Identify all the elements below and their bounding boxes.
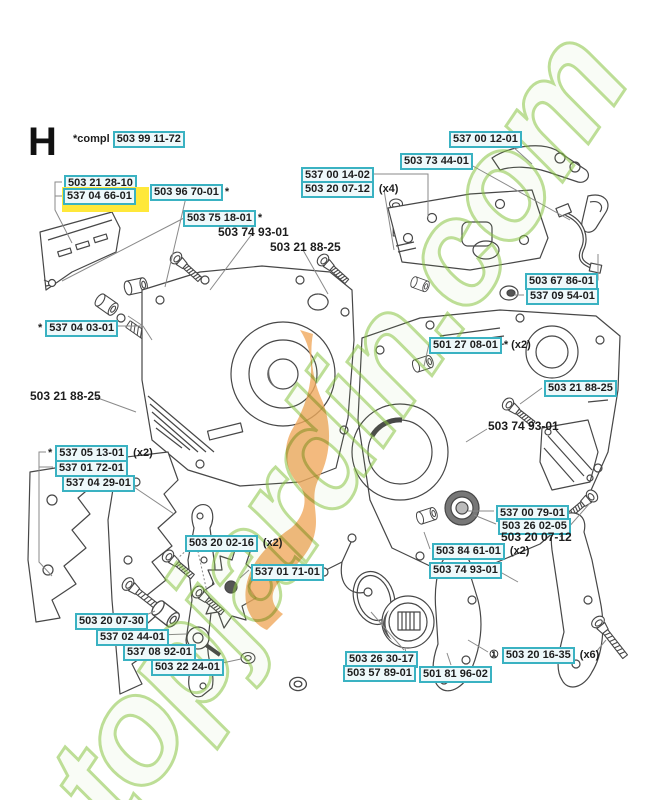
part-number: 503 21 88-25 xyxy=(270,240,341,254)
part-label: 503 21 88-25 xyxy=(270,241,341,255)
part-number[interactable]: 503 57 89-01 xyxy=(343,665,416,682)
part-number: 503 20 07-12 xyxy=(501,530,572,544)
part-label: 537 01 71-01 xyxy=(251,564,324,581)
crankcase-right-drawing xyxy=(351,309,621,567)
label-suffix: (x6) xyxy=(576,649,600,661)
part-label: 537 09 54-01 xyxy=(526,288,599,305)
part-number[interactable]: 537 00 12-01 xyxy=(449,131,522,148)
part-number: 503 21 88-25 xyxy=(30,389,101,403)
part-label: 503 20 07-30 xyxy=(75,613,148,630)
part-label: 503 57 89-01 xyxy=(343,665,416,682)
label-suffix: * xyxy=(224,186,230,198)
part-number[interactable]: 503 20 07-12 xyxy=(301,181,374,198)
part-number[interactable]: 537 09 54-01 xyxy=(526,288,599,305)
part-number[interactable]: 537 04 03-01 xyxy=(45,320,119,337)
part-label: *537 04 03-01 xyxy=(38,320,119,337)
part-label: 537 04 29-01 xyxy=(62,475,135,492)
part-label: 537 00 14-02 xyxy=(301,167,374,184)
label-suffix: * (x2) xyxy=(503,339,531,351)
handle-bracket-drawing xyxy=(491,145,609,233)
part-label: 503 84 61-01 (x2) xyxy=(432,543,529,560)
part-label: 503 74 93-01 xyxy=(218,226,289,240)
cover-plate-drawing xyxy=(539,419,599,491)
label-suffix: (x2) xyxy=(506,545,530,557)
part-number[interactable]: 503 74 93-01 xyxy=(429,562,502,579)
part-label: 503 26 02-05 xyxy=(498,518,571,535)
part-label: 503 74 93-01 xyxy=(488,420,559,434)
part-number[interactable]: 503 75 18-01 xyxy=(183,210,256,227)
part-label: 503 73 44-01 xyxy=(400,153,473,170)
part-number: 503 74 93-01 xyxy=(218,225,289,239)
part-label: 503 21 88-25 xyxy=(30,390,101,404)
part-number[interactable]: 537 01 71-01 xyxy=(251,564,324,581)
label-prefix: * xyxy=(38,322,43,334)
guide-plate-drawing xyxy=(39,211,121,291)
part-label: 501 81 96-02 xyxy=(419,666,492,683)
fuel-line-drawing xyxy=(555,203,603,274)
rear-bracket-drawing xyxy=(550,512,604,688)
part-number[interactable]: 503 21 88-25 xyxy=(544,380,617,397)
label-suffix: (x2) xyxy=(259,537,283,549)
part-number[interactable]: 503 20 02-16 xyxy=(185,535,258,552)
part-label: 503 20 07-12 xyxy=(501,531,572,545)
part-number[interactable]: 503 73 44-01 xyxy=(400,153,473,170)
part-number[interactable]: 537 04 66-01 xyxy=(63,188,136,205)
part-number[interactable]: 537 00 14-02 xyxy=(301,167,374,184)
part-label: 503 26 30-17 xyxy=(345,651,418,668)
part-label: 503 22 24-01 xyxy=(151,659,224,676)
part-number[interactable]: 503 20 16-35 xyxy=(501,647,575,664)
part-number[interactable]: 503 20 07-30 xyxy=(75,613,148,630)
part-number[interactable]: 537 04 29-01 xyxy=(62,475,135,492)
label-prefix: *compl xyxy=(73,133,110,145)
label-suffix: (x2) xyxy=(130,447,153,459)
part-number[interactable]: 503 84 61-01 xyxy=(432,543,505,560)
part-label-highlighted: 537 04 66-01 xyxy=(62,187,149,212)
part-number[interactable]: 503 26 30-17 xyxy=(345,651,418,668)
part-label: 503 21 88-25 xyxy=(544,380,617,397)
part-label: 503 74 93-01 xyxy=(429,562,502,579)
part-label: 503 20 07-12 (x4) xyxy=(301,181,398,198)
part-number[interactable]: 503 22 24-01 xyxy=(151,659,224,676)
label-suffix: * xyxy=(257,212,263,224)
part-number[interactable]: 501 27 08-01 xyxy=(429,337,502,354)
part-label: 501 27 08-01* (x2) xyxy=(429,337,531,354)
part-number[interactable]: 503 26 02-05 xyxy=(498,518,571,535)
part-label: 503 96 70-01* xyxy=(150,184,229,201)
shoulder-screw-drawing xyxy=(186,626,222,657)
part-number[interactable]: 501 81 96-02 xyxy=(419,666,492,683)
label-suffix: (x4) xyxy=(375,183,399,195)
part-label: 503 20 02-16 (x2) xyxy=(185,535,282,552)
part-label: 503 75 18-01* xyxy=(183,210,262,227)
label-prefix: * xyxy=(48,447,53,459)
part-number[interactable]: 503 99 11-72 xyxy=(112,131,185,148)
part-label: 537 00 12-01 xyxy=(449,131,522,148)
section-letter: H xyxy=(28,120,57,164)
part-number: 503 74 93-01 xyxy=(488,419,559,433)
part-number[interactable]: 503 96 70-01 xyxy=(150,184,223,201)
label-prefix: ① xyxy=(489,649,499,661)
